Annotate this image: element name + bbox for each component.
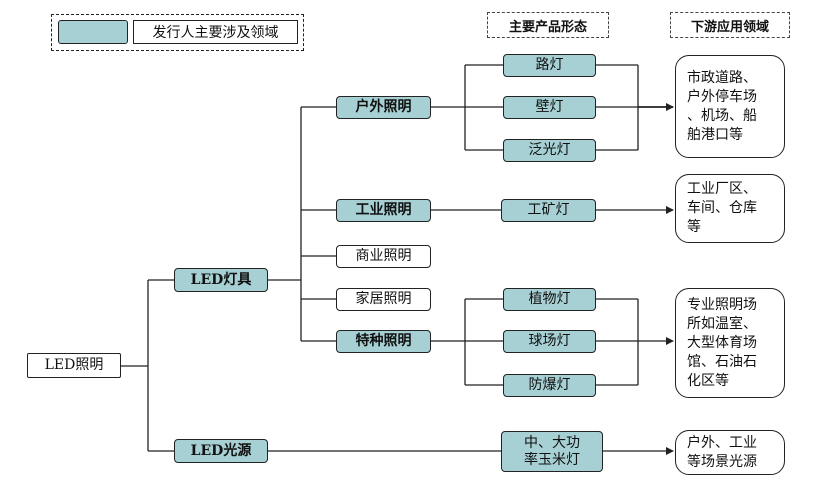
usage-special-line: 大型体育场: [687, 334, 757, 351]
legend-swatch: [58, 20, 128, 44]
node-led-sources: LED光源: [174, 439, 268, 463]
legend-label: 发行人主要涉及领域: [133, 20, 298, 44]
legend: 发行人主要涉及领域: [51, 14, 304, 51]
product-corn-lamp: 中、大功 率玉米灯: [501, 431, 603, 472]
usage-industrial-line: 等: [687, 219, 701, 235]
product-plant-lamp: 植物灯: [503, 288, 596, 311]
product-wall-lamp: 壁灯: [503, 96, 596, 119]
usage-special-line: 专业照明场: [687, 296, 757, 313]
node-led-lamps: LED灯具: [174, 268, 268, 292]
node-outdoor-lighting: 户外照明: [336, 96, 431, 119]
usage-special: 专业照明场 所如温室、 大型体育场 馆、石油石 化区等: [675, 288, 785, 398]
usage-outdoor-line: 户外停车场: [687, 88, 757, 105]
usage-source-line: 户外、工业: [687, 434, 757, 451]
usage-outdoor: 市政道路、 户外停车场 、机场、船 舶港口等: [675, 55, 785, 158]
node-home-lighting: 家居照明: [336, 288, 431, 311]
product-street-lamp: 路灯: [503, 54, 596, 77]
usage-outdoor-line: 市政道路、: [687, 69, 757, 86]
node-special-lighting: 特种照明: [336, 330, 431, 353]
node-commercial-lighting: 商业照明: [336, 245, 431, 268]
header-products: 主要产品形态: [487, 12, 609, 38]
product-flood-lamp: 泛光灯: [503, 139, 596, 162]
product-corn-lamp-line2: 率玉米灯: [524, 451, 580, 468]
product-corn-lamp-line1: 中、大功: [524, 434, 580, 451]
usage-special-line: 馆、石油石: [687, 353, 757, 370]
product-mining-lamp: 工矿灯: [501, 199, 596, 222]
usage-industrial: 工业厂区、 车间、仓库 等: [675, 174, 785, 243]
usage-source: 户外、工业 等场景光源: [675, 430, 785, 475]
product-stadium-lamp: 球场灯: [503, 330, 596, 353]
usage-special-line: 所如温室、: [687, 315, 757, 332]
usage-outdoor-line: 、机场、船: [687, 107, 757, 124]
usage-industrial-line: 工业厂区、: [687, 181, 757, 197]
root-led-lighting: LED照明: [27, 353, 121, 378]
usage-source-line: 等场景光源: [687, 453, 757, 470]
usage-industrial-line: 车间、仓库: [687, 200, 757, 216]
node-industrial-lighting: 工业照明: [336, 199, 431, 222]
header-downstream: 下游应用领域: [670, 12, 790, 38]
usage-special-line: 化区等: [687, 372, 729, 389]
usage-outdoor-line: 舶港口等: [687, 126, 743, 143]
product-explosion-proof-lamp: 防爆灯: [503, 374, 596, 397]
